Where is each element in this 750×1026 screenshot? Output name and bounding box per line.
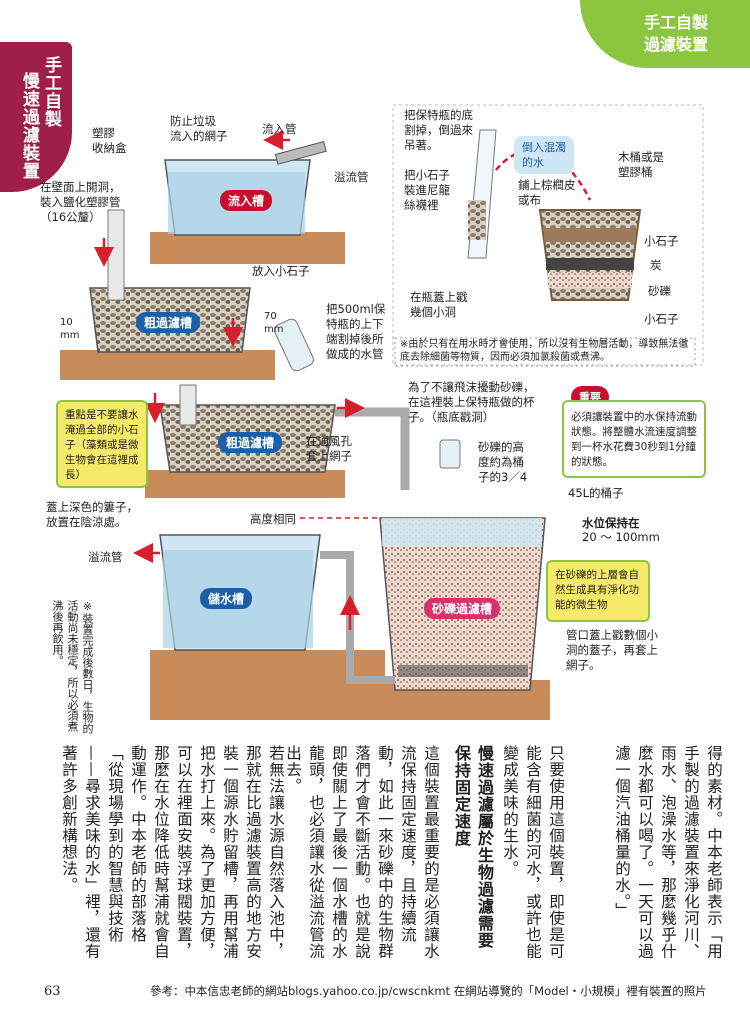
label-gravel-r: 砂礫 bbox=[648, 284, 671, 298]
bottle-pipe-shape bbox=[274, 318, 314, 372]
section-tab-left: 手工自製 慢速過濾裝置 bbox=[0, 42, 72, 192]
label-overflow-pipe-top: 溢流管 bbox=[334, 170, 369, 184]
article-para1: 得的素材。中本老師表示「用手製的過濾裝置來淨化河川、雨水、泡澡水等，那麼幾乎什麼… bbox=[613, 745, 723, 960]
cup-shape bbox=[439, 439, 461, 469]
label-palm-skin: 鋪上棕櫚皮 或布 bbox=[518, 178, 576, 207]
soil-platform-2 bbox=[60, 350, 275, 380]
label-gravel-height: 砂礫的高 度約為桶 子的3／4 bbox=[478, 440, 528, 484]
label-same-height: 高度相同 bbox=[250, 512, 296, 526]
soil-platform-4 bbox=[150, 650, 385, 720]
label-overflow-pipe-bottom: 溢流管 bbox=[88, 550, 123, 564]
label-water-level-range: 20 〜 100mm bbox=[582, 530, 660, 544]
label-wall-hole: 在壁面上開洞， 裝入鹽化塑膠管 （16公釐） bbox=[40, 180, 121, 224]
label-plastic-box: 塑膠 收納盒 bbox=[92, 126, 127, 155]
article-para4: 若無法讓水源自然落入池中，那就在比過濾裝置高的地方安裝一個源水貯留槽，再用幫浦把… bbox=[60, 745, 285, 960]
article-para3: 這個裝置最重要的是必須讓水流保持固定速度，且持續流動，如此一來砂礫中的生物群落們… bbox=[284, 745, 440, 960]
coarse-tank-1-label: 粗過濾槽 bbox=[136, 312, 201, 333]
filtration-diagram bbox=[60, 104, 704, 720]
soil-platform-3 bbox=[145, 470, 345, 498]
page-number: 63 bbox=[44, 984, 61, 999]
label-dark-basket: 蓋上深色的簍子， 放置在陰涼處。 bbox=[46, 500, 138, 529]
article-heading: 慢速過濾屬於生物過濾需要保持固定速度 bbox=[452, 745, 494, 949]
reference-footer: 參考：中本信忠老師的網站blogs.yahoo.co.jp/cwscnkmt 在… bbox=[150, 984, 707, 998]
label-pour-water: 倒入混濁 的水 bbox=[514, 136, 574, 174]
coarse-tank-2-label: 粗過濾槽 bbox=[218, 432, 283, 453]
label-caution: ※由於只有在用水時才會使用，所以沒有生物層活動，導致無法徹底去除細菌等物質，因而… bbox=[400, 339, 689, 363]
gravel-tank-label: 砂礫過濾槽 bbox=[424, 598, 501, 619]
inflow-pipe-shape bbox=[274, 140, 327, 165]
tab-left-line2: 慢速過濾裝置 bbox=[19, 72, 39, 180]
label-wood-bucket: 木桶或是 塑膠桶 bbox=[618, 150, 664, 179]
label-pipe-cap-note: 管口蓋上戳數個小 洞的蓋子，再套上 網子。 bbox=[566, 628, 658, 672]
label-vent-net: 在通風孔 套上網子 bbox=[306, 434, 352, 463]
label-bucket-45l: 45L的桶子 bbox=[568, 486, 624, 500]
storage-tank-label: 儲水槽 bbox=[200, 588, 253, 609]
article-para2: 只要使用這個裝置，即使是可能含有細菌的河水，或許也能變成美味的生水。 bbox=[501, 745, 565, 960]
label-small-stones: 放入小石子 bbox=[252, 264, 310, 278]
label-water-level: 水位保持在 bbox=[582, 516, 640, 530]
inflow-tank-label: 流入槽 bbox=[220, 190, 273, 211]
label-anti-debris-net: 防止垃圾 流入的網子 bbox=[170, 114, 228, 143]
soil-platform-1 bbox=[150, 232, 345, 264]
label-nylon: 把小石子 裝進尼龍 絲襪裡 bbox=[404, 168, 450, 212]
label-bottle-cut: 把保特瓶的底 割掉，倒過來 吊著。 bbox=[404, 108, 473, 152]
label-bottle-pipe: 把500ml保 特瓶的上下 端割掉後所 做成的水管 bbox=[326, 302, 386, 361]
label-stones-r2: 小石子 bbox=[644, 312, 679, 326]
label-cap-holes: 在瓶蓋上戳 幾個小洞 bbox=[410, 290, 468, 319]
important-note: 必須讓裝置中的水保持流動狀態。將整體水流速度調整到一杯水花費30秒到1分鐘的狀態… bbox=[562, 400, 706, 478]
side-note: ※裝置完成後數日，生物的活動尚未穩定，所以必須煮沸後再飲用。 bbox=[51, 600, 94, 734]
label-inflow-pipe: 流入管 bbox=[262, 122, 297, 136]
bio-note: 在砂礫的上層會自然生成具有淨化功能的微生物 bbox=[546, 560, 650, 622]
point-note: 重點是不要讓水淹過全部的小石子（藻類或是微生物會在這裡成長） bbox=[56, 400, 148, 488]
label-10mm: 10 mm bbox=[60, 317, 80, 341]
tab-right-line2: 過濾裝置 bbox=[643, 35, 708, 54]
label-charcoal: 炭 bbox=[650, 258, 662, 272]
tab-right-line1: 手工自製 bbox=[643, 13, 708, 32]
tab-left-line1: 手工自製 bbox=[41, 56, 61, 128]
label-70mm: 70 mm bbox=[264, 311, 284, 335]
label-stones-r: 小石子 bbox=[644, 234, 679, 248]
label-cup-note: 為了不讓飛沫擾動砂礫， 在這裡裝上保特瓶做的杯 子。（瓶底戳洞） bbox=[408, 380, 535, 424]
